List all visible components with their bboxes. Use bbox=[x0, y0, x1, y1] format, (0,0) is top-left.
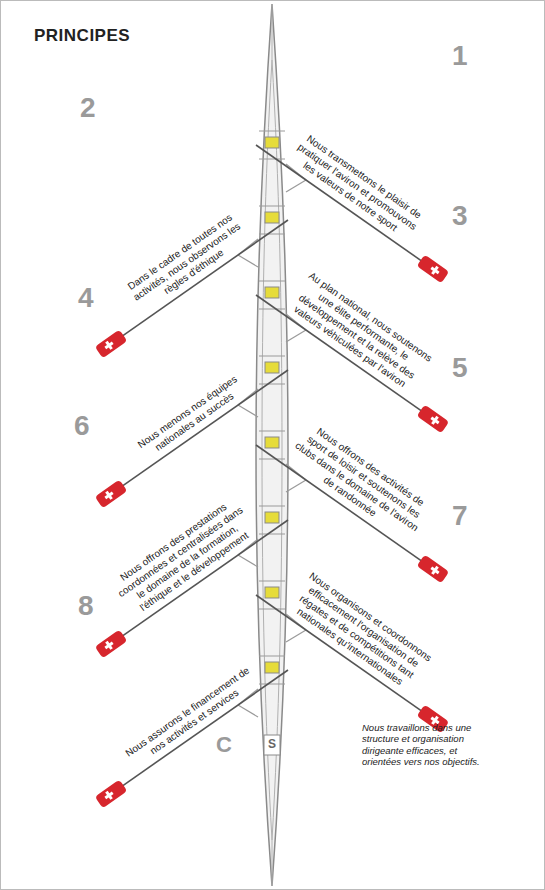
rower-seat bbox=[265, 662, 279, 673]
oar-blade bbox=[417, 405, 450, 434]
blade-body bbox=[95, 780, 128, 809]
blade-body bbox=[95, 330, 128, 359]
rower-seat bbox=[265, 212, 279, 223]
station-line bbox=[259, 684, 285, 685]
station-line bbox=[259, 609, 285, 610]
oar-blade bbox=[95, 780, 128, 809]
cox-seat bbox=[264, 735, 280, 755]
swiss-cross bbox=[431, 566, 439, 575]
rigger bbox=[286, 630, 306, 642]
oar-shaft bbox=[120, 670, 288, 788]
swiss-cross bbox=[430, 567, 439, 575]
oar-blade bbox=[95, 330, 128, 359]
rower-seat bbox=[265, 137, 279, 148]
diagram-title: PRINCIPES bbox=[34, 26, 130, 46]
principle-text: Nous offrons des prestations coordonnées… bbox=[109, 495, 259, 620]
rigger bbox=[286, 180, 306, 192]
rigger bbox=[238, 255, 258, 267]
station-line bbox=[259, 206, 285, 207]
swiss-cross bbox=[104, 342, 113, 350]
principle-text: Nous transmettons le plaisir de pratique… bbox=[285, 130, 429, 246]
callout-number: 2 bbox=[80, 92, 96, 124]
stern-line bbox=[272, 840, 273, 886]
hull-inner-line bbox=[262, 60, 282, 840]
station-line bbox=[259, 459, 285, 460]
rigger bbox=[238, 555, 258, 567]
principle-text: Nous menons nos équipes nationales au su… bbox=[123, 364, 260, 470]
blade-body bbox=[95, 630, 128, 659]
callout-number: 7 bbox=[452, 500, 468, 532]
swiss-cross bbox=[105, 341, 113, 350]
blade-body bbox=[417, 255, 450, 284]
station-line bbox=[259, 581, 285, 582]
callout-number: 8 bbox=[78, 590, 94, 622]
cox-text: Nous travaillons dans une structure et o… bbox=[362, 722, 487, 768]
oar-blade bbox=[95, 480, 128, 509]
station-line bbox=[259, 131, 285, 132]
cox-label: C bbox=[216, 732, 232, 758]
callout-number: 1 bbox=[452, 40, 468, 72]
principle-text: Nous organisons et coordonnons efficacem… bbox=[285, 570, 435, 695]
station-line bbox=[259, 534, 285, 535]
hull-mark: S bbox=[268, 737, 276, 751]
station-line bbox=[259, 281, 285, 282]
oar-blade bbox=[95, 630, 128, 659]
callout-number: 6 bbox=[74, 410, 90, 442]
oar-blade bbox=[417, 255, 450, 284]
blade-body bbox=[417, 555, 450, 584]
principle-text: Nous assurons le financement de nos acti… bbox=[123, 664, 260, 770]
bow-line bbox=[272, 4, 273, 60]
station-line bbox=[259, 234, 285, 235]
principle-text: Dans le cadre de toutes nos activités, n… bbox=[116, 205, 260, 321]
rower-seat bbox=[265, 287, 279, 298]
callout-number: 5 bbox=[452, 352, 468, 384]
rigger bbox=[286, 330, 306, 342]
rower-seat bbox=[265, 587, 279, 598]
station-line bbox=[259, 159, 285, 160]
principle-text: Au plan national, nous soutenons une éli… bbox=[285, 270, 435, 395]
station-line bbox=[259, 309, 285, 310]
station-line bbox=[259, 356, 285, 357]
rigger bbox=[238, 405, 258, 417]
rower-seat bbox=[265, 512, 279, 523]
rigger bbox=[286, 480, 306, 492]
station-line bbox=[259, 431, 285, 432]
swiss-cross bbox=[105, 791, 113, 800]
callout-number: 4 bbox=[78, 282, 94, 314]
swiss-cross bbox=[431, 266, 439, 275]
swiss-cross bbox=[430, 417, 439, 425]
swiss-cross bbox=[104, 642, 113, 650]
oar-blade bbox=[417, 555, 450, 584]
station-line bbox=[259, 506, 285, 507]
rigger bbox=[238, 705, 258, 717]
rower-seat bbox=[265, 437, 279, 448]
blade-body bbox=[95, 480, 128, 509]
principle-text: Nous offrons des activités de sport de l… bbox=[285, 420, 435, 545]
swiss-cross bbox=[430, 267, 439, 275]
blade-body bbox=[417, 405, 450, 434]
swiss-cross bbox=[105, 491, 113, 500]
boat-hull bbox=[256, 4, 288, 886]
rower-seat bbox=[265, 362, 279, 373]
callout-number: 3 bbox=[452, 200, 468, 232]
swiss-cross bbox=[104, 492, 113, 500]
station-line bbox=[259, 656, 285, 657]
swiss-cross bbox=[104, 792, 113, 800]
oar-shaft bbox=[120, 370, 288, 488]
swiss-cross bbox=[431, 416, 439, 425]
station-line bbox=[259, 384, 285, 385]
swiss-cross bbox=[105, 641, 113, 650]
